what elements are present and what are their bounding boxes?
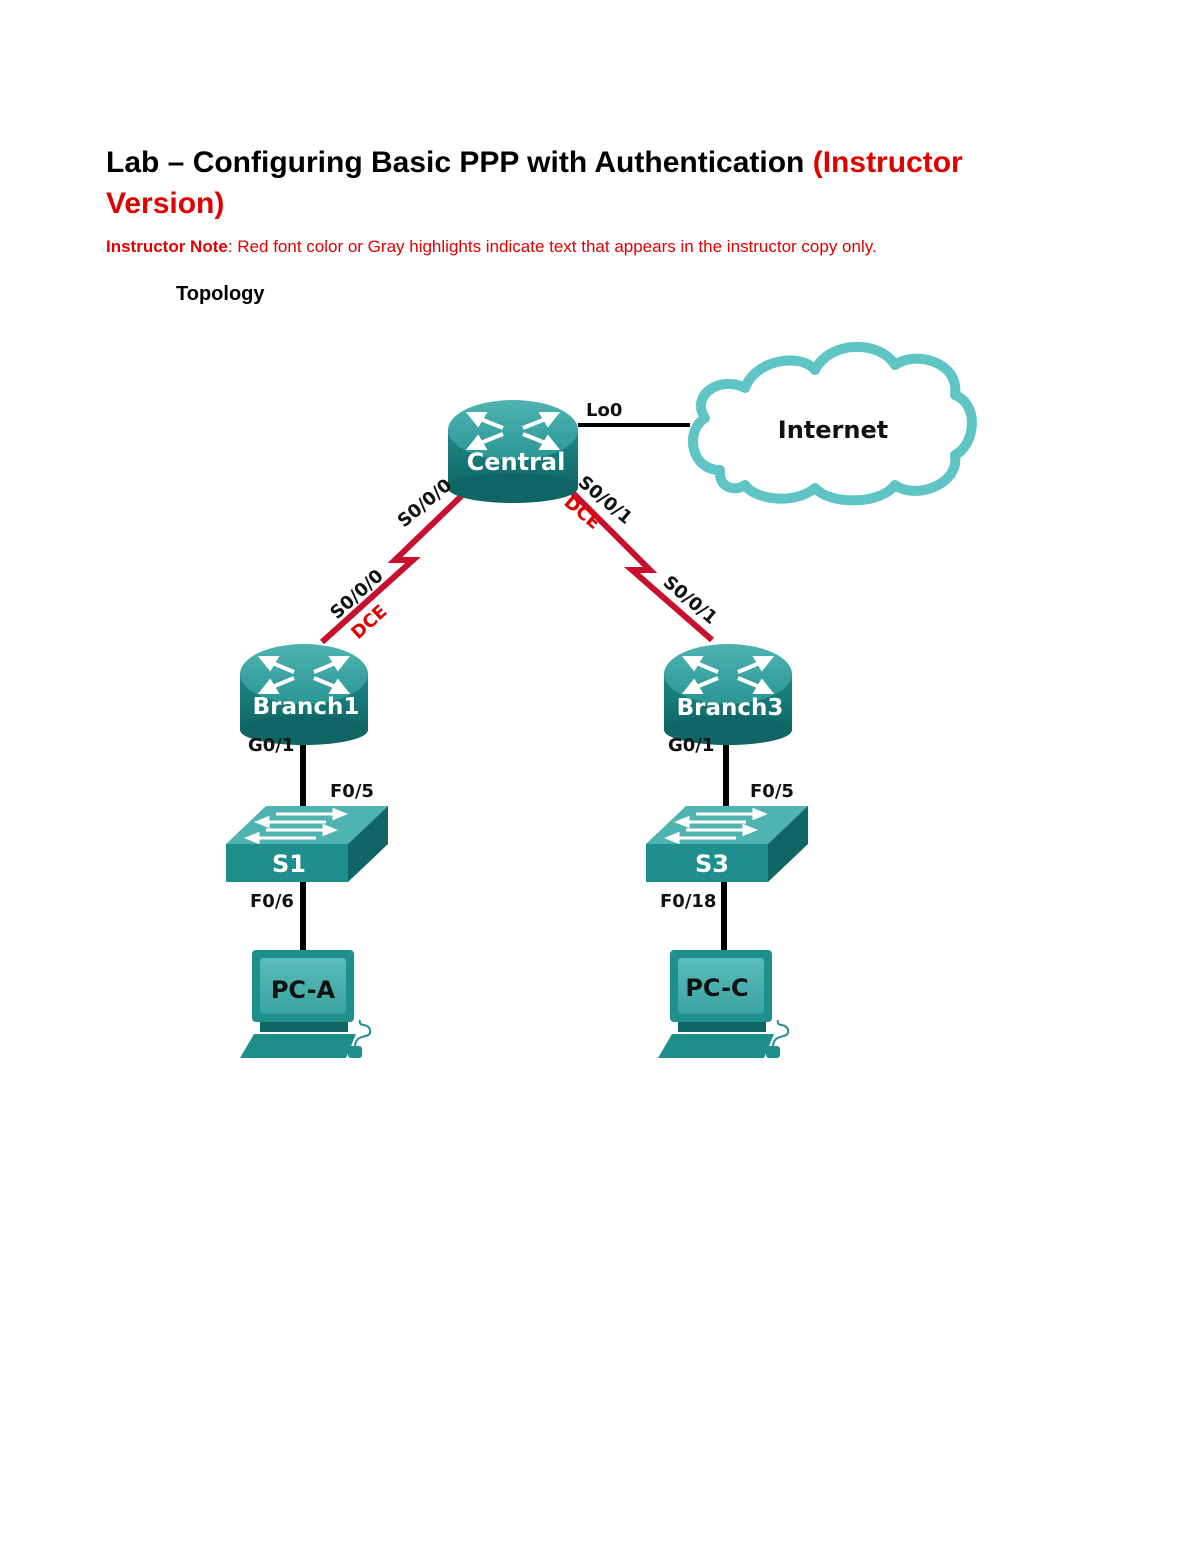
branch3-label: Branch3 [677, 695, 784, 721]
switch-s3: S3 [646, 806, 808, 882]
router-branch3: Branch3 [664, 644, 792, 745]
internet-label: Internet [778, 416, 888, 444]
pc-screen [260, 958, 346, 1014]
switch-front [226, 844, 348, 882]
pc-a: PC-A [240, 950, 372, 1058]
branch1-g01-label: G0/1 [248, 735, 294, 756]
branch1-label: Branch1 [253, 694, 360, 720]
switch-side [348, 806, 388, 882]
s1-f05-label: F0/5 [330, 781, 374, 802]
router-base [448, 473, 578, 503]
document-title: Lab – Configuring Basic PPP with Authent… [106, 142, 1046, 224]
s3-f05-label: F0/5 [750, 781, 794, 802]
s3-f018-label: F0/18 [660, 891, 716, 912]
central-label: Central [467, 448, 566, 476]
central-lo0-label: Lo0 [586, 400, 622, 421]
serial-link-central-branch1 [319, 477, 481, 645]
router-central: Central [448, 400, 578, 503]
router-arrows-icon [681, 656, 775, 694]
router-arrows-icon [465, 412, 561, 450]
switch-front [646, 844, 768, 882]
pc-mouse [766, 1046, 780, 1058]
section-heading-topology: Topology [176, 283, 265, 305]
router-base [664, 715, 792, 745]
pc-stand [260, 1022, 348, 1032]
serial-link-central-branch3 [557, 477, 714, 643]
switch-top [646, 806, 808, 844]
router-arrows-icon [257, 656, 351, 694]
pcc-label: PC-C [685, 974, 748, 1002]
s1-f06-label: F0/6 [250, 891, 294, 912]
switch-arrows-icon [243, 807, 349, 845]
branch3-g01-label: G0/1 [668, 735, 714, 756]
router-branch1: Branch1 [240, 644, 368, 745]
pc-stand [678, 1022, 766, 1032]
title-suffix: (Instructor Version) [106, 146, 963, 220]
note-label: Instructor Note [106, 237, 228, 256]
router-base [240, 715, 368, 745]
pc-keyboard [658, 1034, 774, 1058]
mouse-cord [354, 1019, 372, 1047]
instructor-note: Instructor Note: Red font color or Gray … [106, 236, 1106, 258]
switch-s1: S1 [226, 806, 388, 882]
s3-label: S3 [695, 850, 729, 878]
mouse-cord [772, 1019, 790, 1047]
switch-top [226, 806, 388, 844]
pc-screen [678, 958, 764, 1014]
central-s000-label: S0/0/0 [394, 475, 456, 532]
pca-label: PC-A [271, 976, 336, 1004]
note-text: : Red font color or Gray highlights indi… [227, 237, 877, 256]
switch-arrows-icon [663, 807, 769, 845]
s1-label: S1 [272, 850, 306, 878]
pc-mouse [348, 1046, 362, 1058]
pc-c: PC-C [658, 950, 790, 1058]
pc-keyboard [240, 1034, 356, 1058]
switch-side [768, 806, 808, 882]
internet-cloud: Internet [688, 341, 977, 506]
title-main: Lab – Configuring Basic PPP with Authent… [106, 146, 805, 179]
